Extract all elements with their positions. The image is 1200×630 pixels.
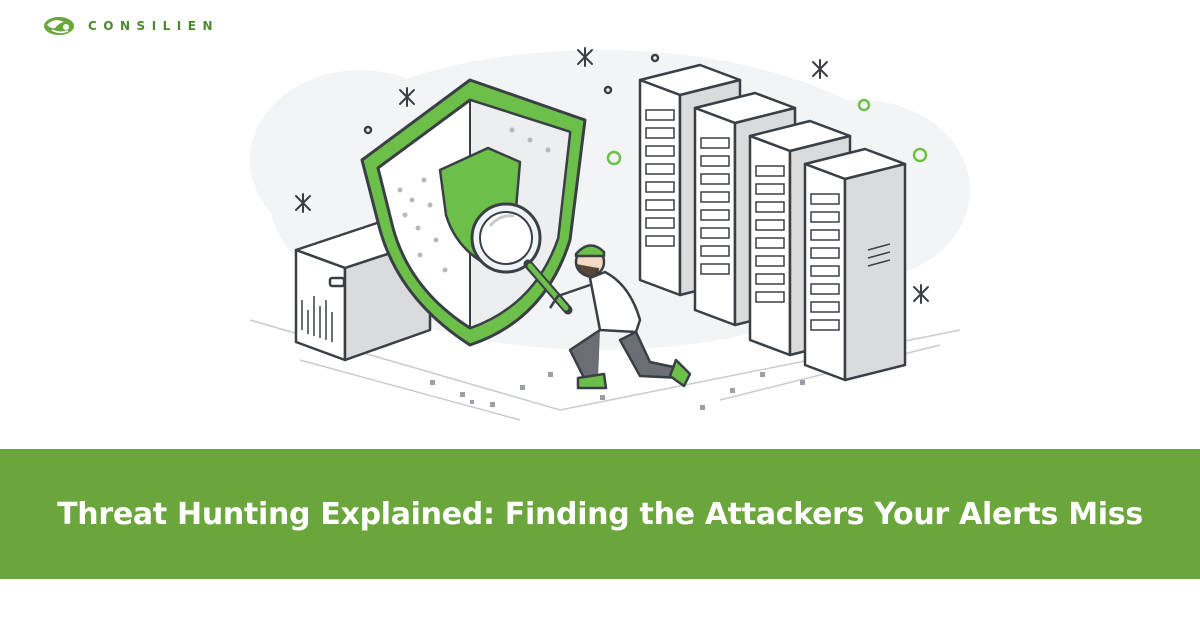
article-title: Threat Hunting Explained: Finding the At… — [57, 496, 1143, 532]
brand-logo[interactable]: CONSILIEN — [42, 14, 219, 38]
server-drive-bays — [645, 109, 840, 331]
decor-sparkles — [295, 47, 929, 304]
threat-hunting-illustration — [249, 47, 970, 421]
person-icon — [548, 244, 692, 390]
magnifying-glass-icon — [470, 202, 573, 315]
consilien-logo-icon — [44, 17, 74, 35]
floor-dots — [430, 368, 845, 410]
server-rack-icon — [638, 63, 907, 382]
brand-name: CONSILIEN — [88, 19, 220, 33]
title-banner: Threat Hunting Explained: Finding the At… — [0, 449, 1200, 579]
server-rack-4 — [803, 147, 907, 382]
decor-circles — [363, 53, 928, 166]
shield-dots — [397, 127, 551, 273]
